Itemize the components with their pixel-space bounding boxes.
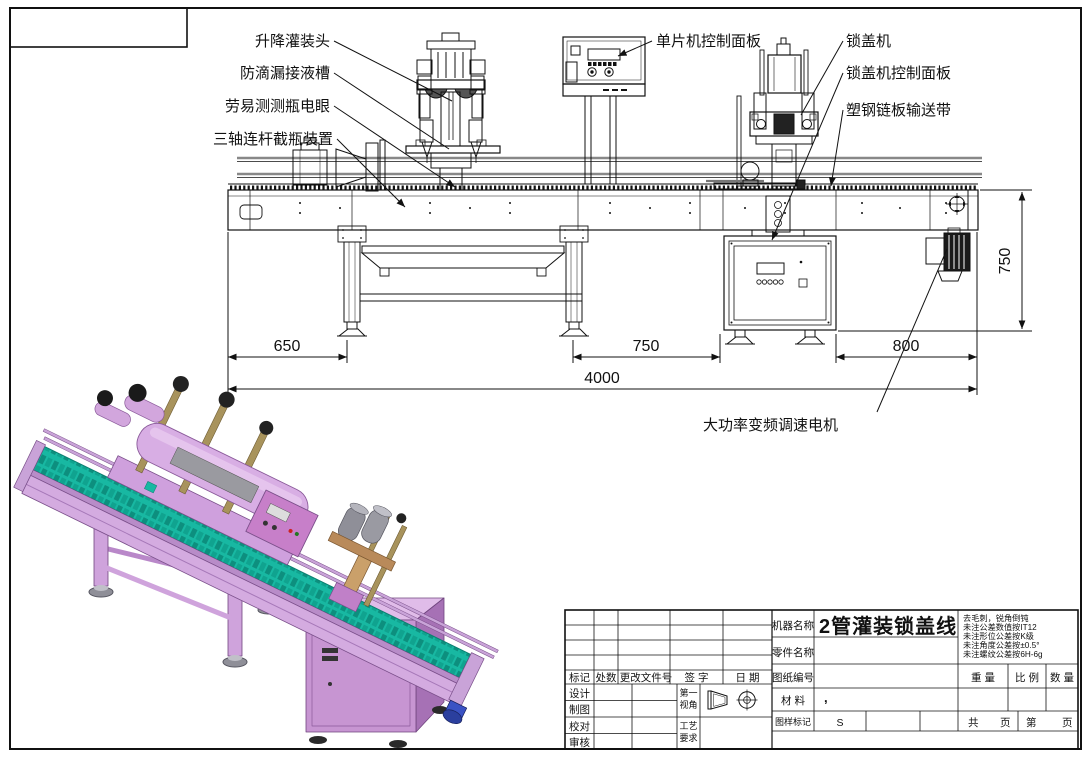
label-filling-head: 升降灌装头 <box>255 33 330 50</box>
title-block-text: 标记 处数 更改文件号 签 字 日 期 设计 制图 校对 审核 第一 视角 工艺… <box>569 613 1074 749</box>
rev-header-date: 日 期 <box>736 672 760 684</box>
label-capper: 锁盖机 <box>846 33 891 50</box>
total-page-label: 页 <box>1000 717 1011 729</box>
leader-lines <box>333 40 948 413</box>
title-block-grid <box>564 609 1079 750</box>
sign-design: 设计 <box>569 687 590 700</box>
mark-label: 图样标记 <box>775 716 811 727</box>
iso-conveyor <box>13 375 499 725</box>
page-label: 页 <box>1062 717 1073 729</box>
note-line-4: 未注角度公差按±0.5° <box>963 640 1039 650</box>
panel-knob <box>587 67 597 77</box>
drive-sprocket-symbol <box>946 193 968 215</box>
label-bottle-stop: 三轴连杆截瓶装置 <box>213 131 333 148</box>
label-photo-eye: 劳易测测瓶电眼 <box>225 98 330 115</box>
dimension-lines <box>227 189 1032 395</box>
page-no-label: 第 <box>1026 716 1037 729</box>
iso-filling-machine <box>94 375 319 566</box>
drawing-no-label: 图纸编号 <box>772 671 814 684</box>
machine-name-value: 2管灌装锁盖线 <box>819 614 957 638</box>
conveyor-rivets <box>299 202 947 214</box>
weight-label: 重 量 <box>971 671 995 684</box>
note-line-1: 去毛刺，锐角倒钝 <box>963 613 1029 623</box>
isometric-view <box>13 375 499 748</box>
machine-name-label: 机器名称 <box>772 619 814 632</box>
iso-end-roller <box>442 709 463 725</box>
label-conveyor-belt: 塑钢链板输送带 <box>846 101 951 119</box>
sign-draft: 制图 <box>569 703 590 716</box>
label-mcu-panel: 单片机控制面板 <box>656 32 761 50</box>
dim-4000: 4000 <box>584 370 620 387</box>
process-l2: 要求 <box>679 732 697 743</box>
capper-control-cabinet <box>723 235 837 345</box>
sheet-border <box>9 7 1082 750</box>
material-value: , <box>824 690 828 705</box>
dim-650: 650 <box>274 338 301 355</box>
drip-tray <box>405 145 501 154</box>
total-label: 共 <box>968 717 979 729</box>
mark-value: S <box>836 717 843 729</box>
panel-knob <box>604 67 614 77</box>
process-l1: 工艺 <box>679 721 697 731</box>
scale-label: 比 例 <box>1015 671 1039 684</box>
rev-header-docno: 更改文件号 <box>620 671 673 684</box>
first-angle-l2: 视角 <box>679 699 697 710</box>
panel-display <box>587 48 621 61</box>
cabinet-display <box>756 262 785 275</box>
first-angle-l1: 第一 <box>679 687 697 698</box>
annotation-labels: 升降灌装头 防滴漏接液槽 劳易测测瓶电眼 三轴连杆截瓶装置 单片机控制面板 锁盖… <box>213 32 951 434</box>
note-line-2: 未注公差数值按IT12 <box>963 622 1037 632</box>
label-capper-panel: 锁盖机控制面板 <box>846 64 951 82</box>
sign-check: 校对 <box>569 720 590 733</box>
mcu-control-panel <box>562 36 646 185</box>
sign-audit: 审核 <box>569 736 590 749</box>
corner-box <box>9 7 188 48</box>
elevation-view <box>227 32 982 345</box>
dim-800: 800 <box>893 338 920 355</box>
note-line-3: 未注形位公差按K级 <box>963 631 1034 641</box>
dimension-text: 650 750 800 4000 750 <box>274 248 1014 387</box>
qty-label: 数 量 <box>1050 671 1074 684</box>
stand-legs-tray <box>337 225 589 337</box>
label-drip-tray: 防滴漏接液槽 <box>240 64 330 82</box>
rev-header-sign: 签 字 <box>685 671 709 684</box>
note-line-5: 未注螺纹公差按6H-6g <box>963 649 1043 659</box>
part-name-label: 零件名称 <box>772 646 814 659</box>
label-motor: 大功率变频调速电机 <box>703 417 838 434</box>
dim-750-vertical: 750 <box>997 248 1014 275</box>
drive-motor <box>925 227 971 282</box>
material-label: 材 料 <box>781 694 805 707</box>
iso-panel <box>245 489 319 558</box>
iso-capping-machine <box>327 502 408 613</box>
conveyor-body <box>227 183 979 231</box>
infeed-bottle-funnel <box>292 137 386 192</box>
rev-header-count: 处数 <box>596 671 617 684</box>
dim-750: 750 <box>633 338 660 355</box>
first-angle-projection-icon <box>707 689 758 711</box>
rev-header-mark: 标记 <box>569 672 590 684</box>
filling-machine <box>405 32 501 191</box>
capping-machine <box>706 37 819 237</box>
